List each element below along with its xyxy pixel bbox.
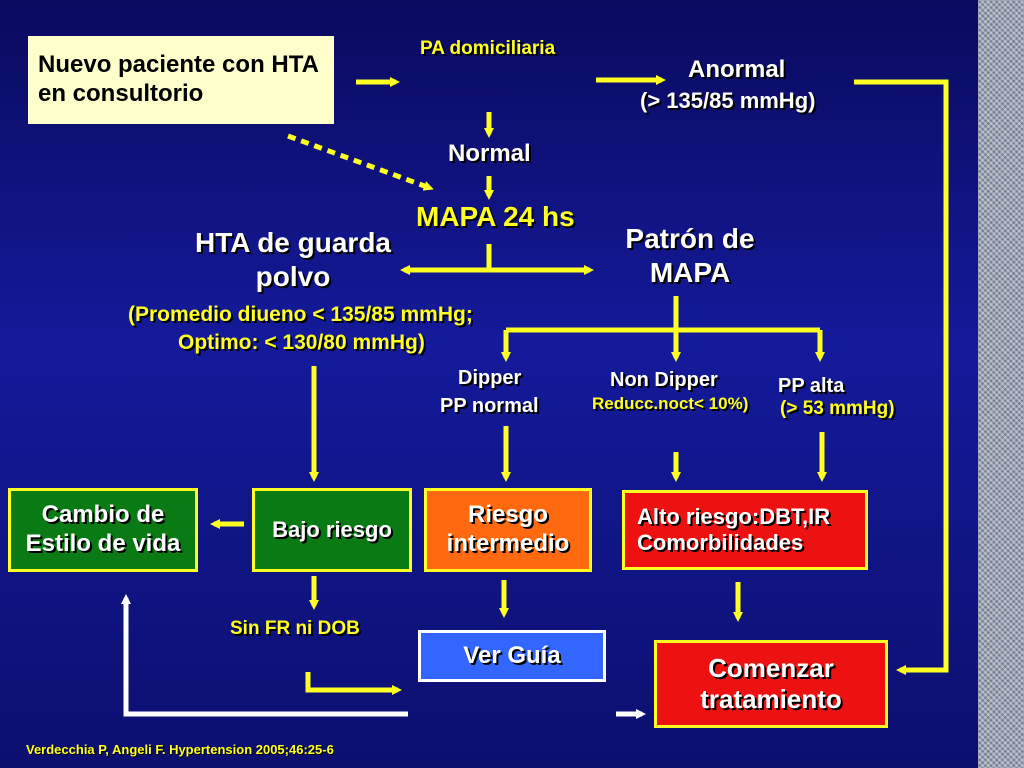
cambio-estilo-text: Cambio de Estilo de vida (25, 501, 181, 557)
pp-normal-label: PP normal (440, 395, 539, 417)
arrow-return-to-cambio (121, 594, 408, 717)
cambio-estilo-box: Cambio de Estilo de vida (8, 488, 198, 572)
bajo-riesgo-box: Bajo riesgo (252, 488, 412, 572)
hta-optimo-label: Optimo: < 130/80 mmHg) (178, 331, 425, 354)
riesgo-intermedio-box: Riesgo intermedio (424, 488, 592, 572)
patron-mapa-text: Patrón de MAPA (625, 223, 755, 288)
new-patient-label: Nuevo paciente con HTA en consultorio (38, 51, 319, 107)
hta-promedio-label: (Promedio diueno < 135/85 mmHg; (128, 303, 473, 326)
pa-domiciliaria-label: PA domiciliaria (420, 38, 556, 59)
dipper-label: Dipper (458, 367, 522, 389)
ver-guia-text: Ver Guía (463, 641, 561, 669)
arrow-anormal-to-comenzar (854, 79, 949, 675)
bajo-riesgo-text: Bajo riesgo (272, 516, 392, 542)
anormal-range-label: (> 135/85 mmHg) (640, 88, 816, 113)
ver-guia-box[interactable]: Ver Guía (418, 630, 606, 682)
patron-mapa-label: Patrón de MAPA (610, 222, 770, 289)
comenzar-tratamiento-text: Comenzar tratamiento (700, 652, 842, 714)
anormal-label: Anormal (688, 56, 786, 83)
pp-alta-label: PP alta (778, 375, 845, 397)
normal-label: Normal (448, 140, 531, 167)
comenzar-tratamiento-box: Comenzar tratamiento (654, 640, 888, 728)
side-pattern-strip (978, 0, 1024, 768)
hta-guarda-polvo-text: HTA de guarda polvo (194, 227, 391, 292)
pp-alta-range-label: (> 53 mmHg) (780, 398, 895, 419)
alto-riesgo-box: Alto riesgo:DBT,IR Comorbilidades (622, 490, 868, 570)
reducc-noct-label: Reducc.noct< 10%) (592, 394, 749, 413)
citation-label: Verdecchia P, Angeli F. Hypertension 200… (26, 742, 334, 757)
hta-guarda-polvo-label: HTA de guarda polvo (180, 226, 406, 293)
alto-riesgo-line1: Alto riesgo:DBT,IR (637, 503, 831, 529)
non-dipper-label: Non Dipper (610, 369, 718, 391)
arrow-dotted-patient-to-mapa (287, 133, 434, 191)
new-patient-box: Nuevo paciente con HTA en consultorio (28, 36, 334, 124)
sin-fr-label: Sin FR ni DOB (230, 618, 360, 639)
alto-riesgo-line2: Comorbilidades (637, 530, 804, 555)
arrow-sinfr-to-verguia (305, 672, 402, 695)
mapa-24-label: MAPA 24 hs (416, 201, 575, 232)
riesgo-intermedio-text: Riesgo intermedio (446, 501, 570, 557)
